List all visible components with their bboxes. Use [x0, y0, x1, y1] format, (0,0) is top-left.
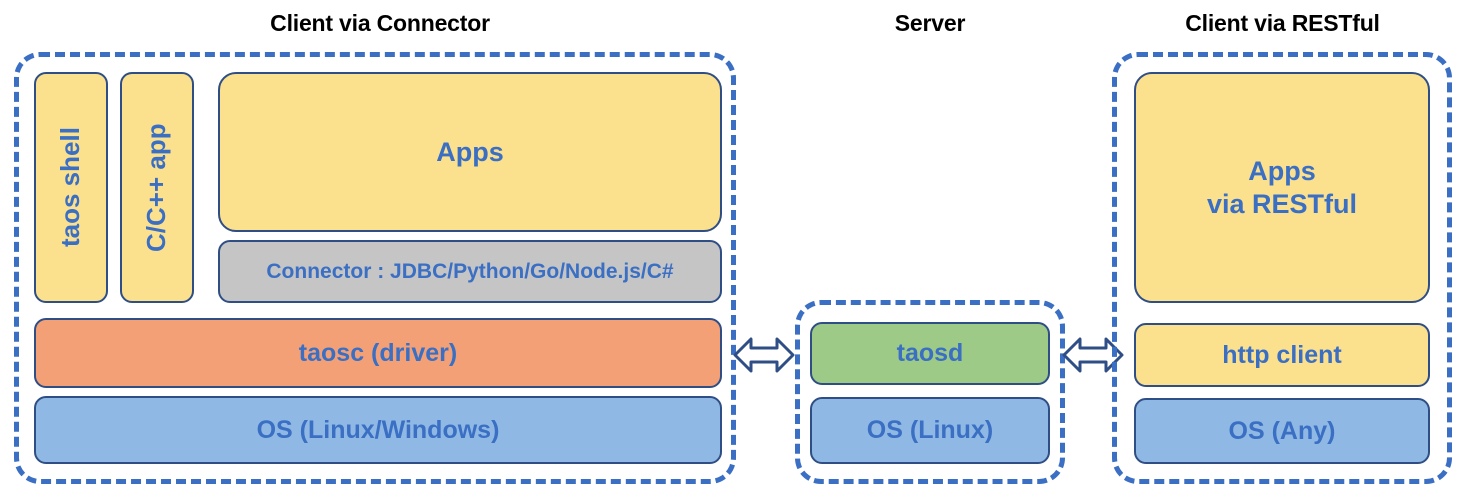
node-apps-via-restful-line1: Apps: [1248, 155, 1316, 186]
node-taos-shell[interactable]: taos shell: [34, 72, 108, 303]
group-client-via-restful: [1112, 52, 1452, 484]
node-apps-via-restful-line2: via RESTful: [1206, 188, 1358, 219]
group-server: [795, 300, 1065, 484]
node-os-linux-windows[interactable]: OS (Linux/Windows): [34, 396, 722, 464]
bidirectional-arrow-left: [733, 330, 795, 380]
node-taosd[interactable]: taosd: [810, 322, 1050, 385]
node-apps-via-restful[interactable]: Apps via RESTful: [1134, 72, 1430, 303]
panel-title-client-connector: Client via Connector: [270, 10, 490, 36]
node-apps[interactable]: Apps: [218, 72, 722, 232]
node-os-any[interactable]: OS (Any): [1134, 398, 1430, 464]
panel-title-server: Server: [894, 10, 966, 36]
node-os-linux[interactable]: OS (Linux): [810, 397, 1050, 464]
node-taosc-driver[interactable]: taosc (driver): [34, 318, 722, 388]
node-connector[interactable]: Connector : JDBC/Python/Go/Node.js/C#: [218, 240, 722, 303]
group-client-via-connector: [14, 52, 736, 484]
bidirectional-arrow-right: [1062, 330, 1124, 380]
node-c-cpp-app[interactable]: C/C++ app: [120, 72, 194, 303]
panel-title-client-restful: Client via RESTful: [1185, 10, 1380, 36]
node-http-client[interactable]: http client: [1134, 323, 1430, 387]
